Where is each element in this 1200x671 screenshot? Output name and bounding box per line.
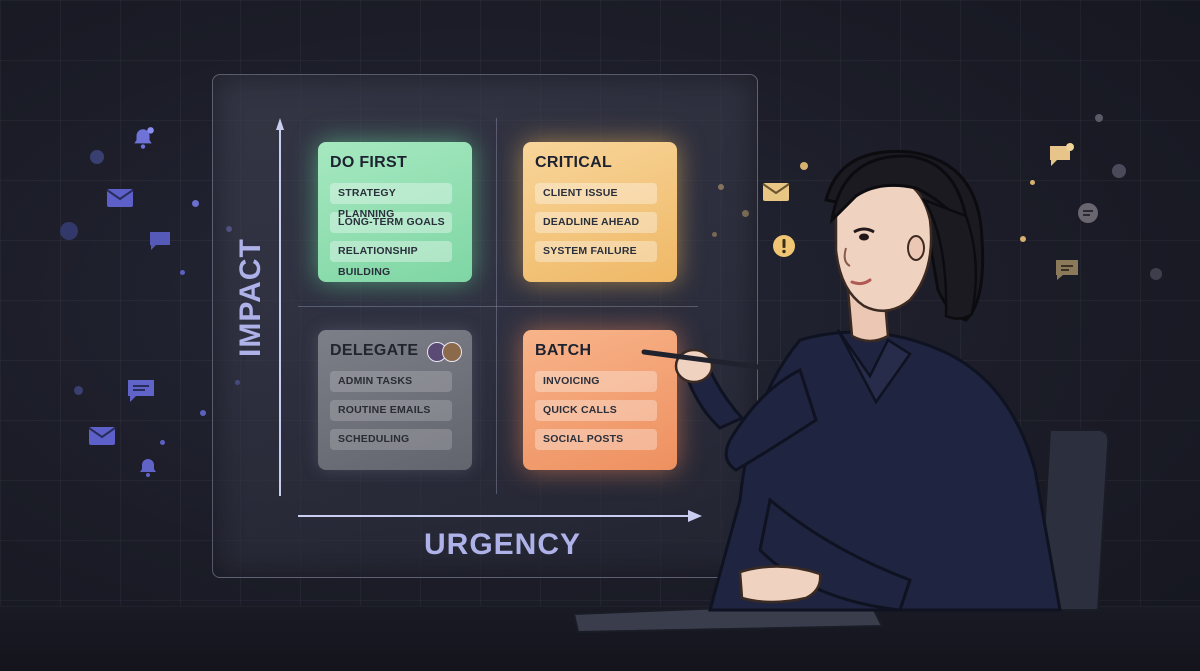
task-item[interactable]: QUICK CALLS	[535, 400, 657, 421]
quadrant-title: CRITICAL	[535, 154, 613, 171]
glow-dot	[1095, 114, 1103, 122]
task-item[interactable]: DEADLINE AHEAD	[535, 212, 657, 233]
impact-axis-arrow	[276, 118, 284, 496]
mail-icon	[106, 188, 134, 213]
bell-icon	[136, 456, 160, 485]
quadrant-do-first[interactable]: DO FIRST STRATEGY PLANNING LONG-TERM GOA…	[318, 142, 472, 282]
task-item[interactable]: INVOICING	[535, 371, 657, 392]
assignee-avatars[interactable]	[427, 342, 462, 362]
glow-dot	[60, 222, 78, 240]
impact-axis-label: IMPACT	[234, 238, 267, 357]
chat-icon	[1048, 142, 1076, 173]
bell-icon	[130, 126, 156, 157]
quadrant-title: BATCH	[535, 342, 592, 359]
glow-dot	[180, 270, 185, 275]
glow-dot	[1150, 268, 1162, 280]
task-item[interactable]: ADMIN TASKS	[330, 371, 452, 392]
mail-icon	[762, 182, 790, 207]
glow-dot	[200, 410, 206, 416]
chat-icon	[126, 378, 156, 409]
quadrant-delegate[interactable]: DELEGATE ADMIN TASKS ROUTINE EMAILS SCHE…	[318, 330, 472, 470]
alert-icon	[772, 234, 796, 263]
glow-dot	[160, 440, 165, 445]
chat-icon	[148, 230, 172, 257]
quadrant-critical[interactable]: CRITICAL CLIENT ISSUE DEADLINE AHEAD SYS…	[523, 142, 677, 282]
glow-dot	[192, 200, 199, 207]
mail-icon	[88, 426, 116, 451]
urgency-axis-arrow	[298, 510, 702, 522]
task-item[interactable]: RELATIONSHIP BUILDING	[330, 241, 452, 278]
task-item[interactable]: SYSTEM FAILURE	[535, 241, 657, 262]
glow-dot	[1030, 180, 1035, 185]
vertical-divider	[496, 118, 497, 494]
task-item[interactable]: ROUTINE EMAILS	[330, 400, 452, 421]
task-item[interactable]: STRATEGY PLANNING	[330, 183, 452, 220]
task-item[interactable]: LONG-TERM GOALS	[330, 212, 452, 233]
quadrant-title: DELEGATE	[330, 342, 419, 359]
chat-icon	[1054, 258, 1080, 287]
task-item[interactable]: CLIENT ISSUE	[535, 183, 657, 204]
quadrant-batch[interactable]: BATCH INVOICING QUICK CALLS SOCIAL POSTS	[523, 330, 677, 470]
chat-icon	[1076, 202, 1100, 231]
glow-dot	[90, 150, 104, 164]
glow-dot	[1112, 164, 1126, 178]
task-item[interactable]: SOCIAL POSTS	[535, 429, 657, 450]
woman-illustration	[572, 149, 1110, 634]
horizontal-divider	[298, 306, 698, 307]
glow-dot	[800, 162, 808, 170]
quadrant-title: DO FIRST	[330, 154, 408, 171]
avatar	[442, 342, 462, 362]
glow-dot	[1020, 236, 1026, 242]
urgency-axis-label: URGENCY	[424, 528, 582, 561]
task-item[interactable]: SCHEDULING	[330, 429, 452, 450]
glow-dot	[74, 386, 83, 395]
